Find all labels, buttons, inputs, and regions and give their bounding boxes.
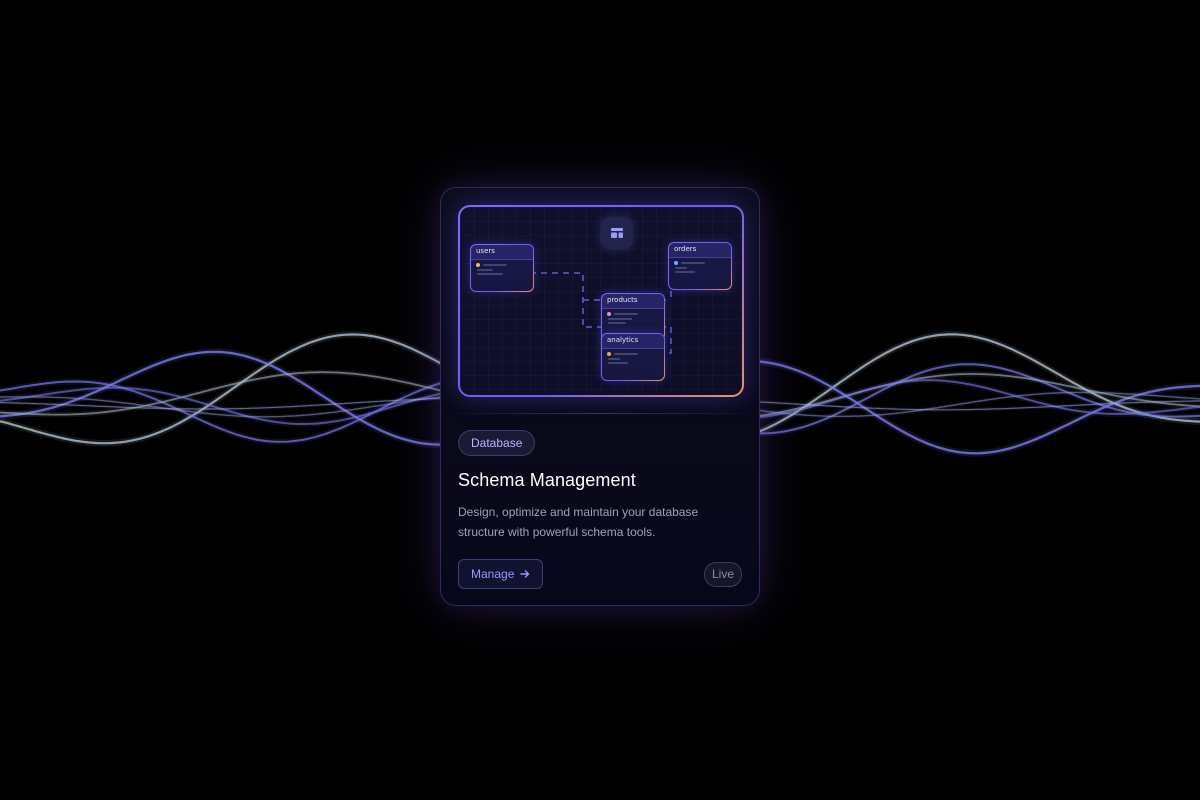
layout-glyph: [611, 228, 623, 238]
table-users: users: [470, 244, 534, 292]
table-products: products: [601, 293, 665, 341]
arrow-right-icon: [520, 570, 530, 578]
table-products-row: [608, 322, 626, 324]
table-orders-row: [681, 262, 705, 264]
card-divider: [441, 413, 759, 414]
table-orders-row: [675, 267, 687, 269]
card-description: Design, optimize and maintain your datab…: [458, 505, 699, 539]
schema-preview: users orders products: [458, 205, 744, 397]
table-products-row: [608, 318, 632, 320]
category-badge: Database: [458, 430, 536, 456]
manage-button-label: Manage: [471, 567, 515, 581]
card-title: Schema Management: [458, 470, 636, 490]
table-products-row: [614, 313, 638, 315]
table-users-dot: [476, 263, 480, 267]
table-users-row: [483, 264, 507, 266]
table-users-row: [477, 269, 493, 271]
table-orders: orders: [668, 242, 732, 290]
table-analytics-dot: [607, 352, 611, 356]
feature-card[interactable]: users orders products: [440, 187, 760, 606]
table-analytics: analytics: [601, 333, 665, 381]
table-analytics-row: [608, 362, 628, 364]
table-users-row: [477, 273, 503, 275]
table-orders-name: orders: [669, 243, 731, 258]
table-orders-row: [675, 271, 695, 273]
table-products-name: products: [602, 294, 664, 309]
table-analytics-row: [608, 358, 620, 360]
table-orders-dot: [674, 261, 678, 265]
status-badge: Live: [703, 562, 742, 587]
manage-button[interactable]: Manage: [458, 559, 544, 589]
table-analytics-row: [614, 353, 638, 355]
table-analytics-name: analytics: [602, 334, 664, 349]
table-users-name: users: [471, 245, 533, 260]
layout-icon: [601, 217, 633, 249]
table-products-dot: [607, 312, 611, 316]
